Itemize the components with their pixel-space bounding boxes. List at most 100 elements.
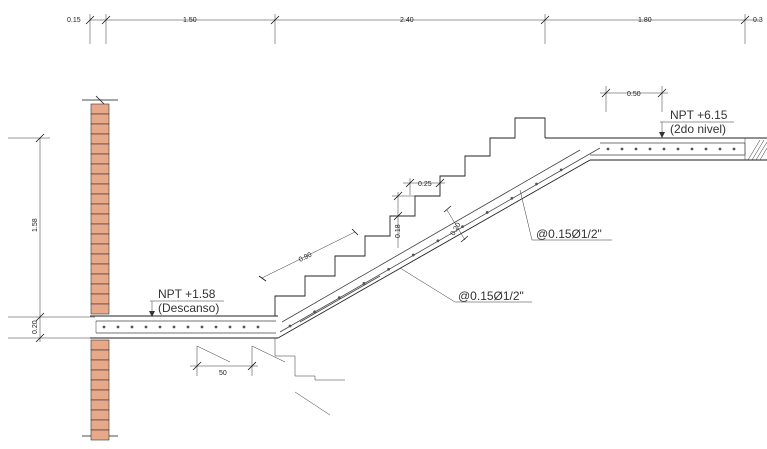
landing-name-text: (Descanso) — [158, 301, 219, 315]
brick — [90, 253, 110, 265]
dim-0-3: 0.3 — [753, 17, 763, 24]
rebar-dot — [436, 239, 440, 243]
rebar-dot — [200, 325, 204, 329]
brick — [90, 223, 110, 235]
brick — [90, 303, 110, 315]
landing-level-text: NPT +1.58 — [158, 287, 216, 301]
rebar-dot — [288, 324, 292, 328]
brick — [90, 123, 110, 135]
brick — [90, 283, 110, 295]
step-dimensions: 0.25 0.18 0.20 — [392, 178, 469, 248]
landing-slab — [90, 315, 278, 339]
brick — [90, 409, 110, 421]
dim-1-58: 1.58 — [32, 218, 39, 232]
top-right-dimension: 0.50 — [600, 86, 668, 112]
rebar-dot — [411, 253, 415, 257]
lower-footing — [274, 338, 345, 416]
rebar-dot — [634, 147, 638, 151]
brick — [90, 213, 110, 225]
rebar-dot — [102, 325, 106, 329]
rebar-dot — [313, 310, 317, 314]
dim-2-40: 2.40 — [400, 17, 414, 24]
dim-1-50: 1.50 — [183, 17, 197, 24]
rebar-dot — [559, 168, 563, 172]
rebar-dot — [144, 325, 148, 329]
brick — [90, 133, 110, 145]
dim-0-15: 0.15 — [67, 17, 81, 24]
rebar-text-lower: @0.15Ø1/2" — [458, 289, 524, 303]
brick — [90, 153, 110, 165]
brick — [90, 103, 110, 115]
rebar-dot — [662, 147, 666, 151]
rebar-dot — [535, 182, 538, 186]
brick — [90, 293, 110, 305]
rebar-dot — [362, 282, 366, 285]
rebar-dot — [718, 147, 722, 151]
rebar-dot — [461, 225, 464, 229]
dim-0-25: 0.25 — [418, 181, 432, 188]
brick — [90, 369, 110, 381]
rebar-text-upper: @0.15Ø1/2" — [536, 227, 602, 241]
rebar-dot — [214, 325, 218, 329]
dim-0-18: 0.18 — [395, 224, 402, 238]
brick — [90, 349, 110, 361]
rebar-dot — [172, 325, 176, 329]
brick — [90, 273, 110, 285]
rebar-dot — [228, 325, 232, 329]
rebar-dot — [648, 147, 652, 151]
upper-label: NPT +6.15 (2do nivel) — [659, 108, 734, 138]
rebar-dot — [337, 296, 341, 300]
rebar-dot — [704, 147, 708, 151]
stair-flight — [274, 117, 601, 339]
brick — [90, 173, 110, 185]
brick — [90, 183, 110, 195]
rebar-label-upper: @0.15Ø1/2" — [519, 189, 612, 241]
hatch-column — [747, 139, 767, 161]
rebar-dot — [387, 267, 390, 271]
brick — [90, 419, 110, 431]
rebar-dot — [606, 147, 610, 151]
brick — [90, 359, 110, 371]
upper-name-text: (2do nivel) — [670, 122, 726, 136]
dim-50: 50 — [219, 370, 227, 377]
rebar-dot — [116, 325, 120, 329]
brick — [90, 143, 110, 155]
rebar-dot — [158, 325, 162, 329]
brick — [90, 429, 110, 441]
brick — [90, 233, 110, 245]
top-dimension-chain: 0.15 1.50 2.40 1.80 0.3 — [67, 14, 763, 44]
brick — [90, 203, 110, 215]
brick — [90, 339, 110, 351]
upper-slab — [545, 137, 767, 161]
brick — [90, 389, 110, 401]
rebar-dot — [510, 196, 514, 200]
rebar-dot — [130, 325, 134, 329]
dim-0-90: 0.90 — [298, 251, 313, 263]
rebar-dot — [256, 325, 260, 329]
rebar-dot — [186, 325, 190, 329]
brick — [90, 113, 110, 125]
dim-0-20-left: 0.20 — [32, 320, 39, 334]
brick — [90, 163, 110, 175]
rebar-dot — [242, 325, 246, 329]
slope-dimension: 0.90 — [258, 228, 359, 282]
brick — [90, 193, 110, 205]
left-dimension-chain: 1.58 0.20 — [8, 133, 95, 343]
brick-wall — [82, 95, 118, 441]
upper-level-text: NPT +6.15 — [670, 108, 728, 122]
rebar-label-lower: @0.15Ø1/2" — [399, 267, 532, 303]
rebar-dot — [485, 211, 489, 214]
dim-0-50: 0.50 — [627, 91, 641, 98]
rebar-dot — [690, 147, 694, 151]
brick — [90, 399, 110, 411]
brick — [90, 243, 110, 255]
landing-label: NPT +1.58 (Descanso) — [149, 287, 224, 317]
bottom-dimension: 50 — [190, 345, 286, 377]
brick — [90, 263, 110, 275]
rebar-dot — [732, 147, 736, 151]
rebar-dot — [676, 147, 680, 151]
brick — [90, 379, 110, 391]
rebar-dot — [620, 147, 624, 151]
dim-1-80: 1.80 — [638, 17, 652, 24]
